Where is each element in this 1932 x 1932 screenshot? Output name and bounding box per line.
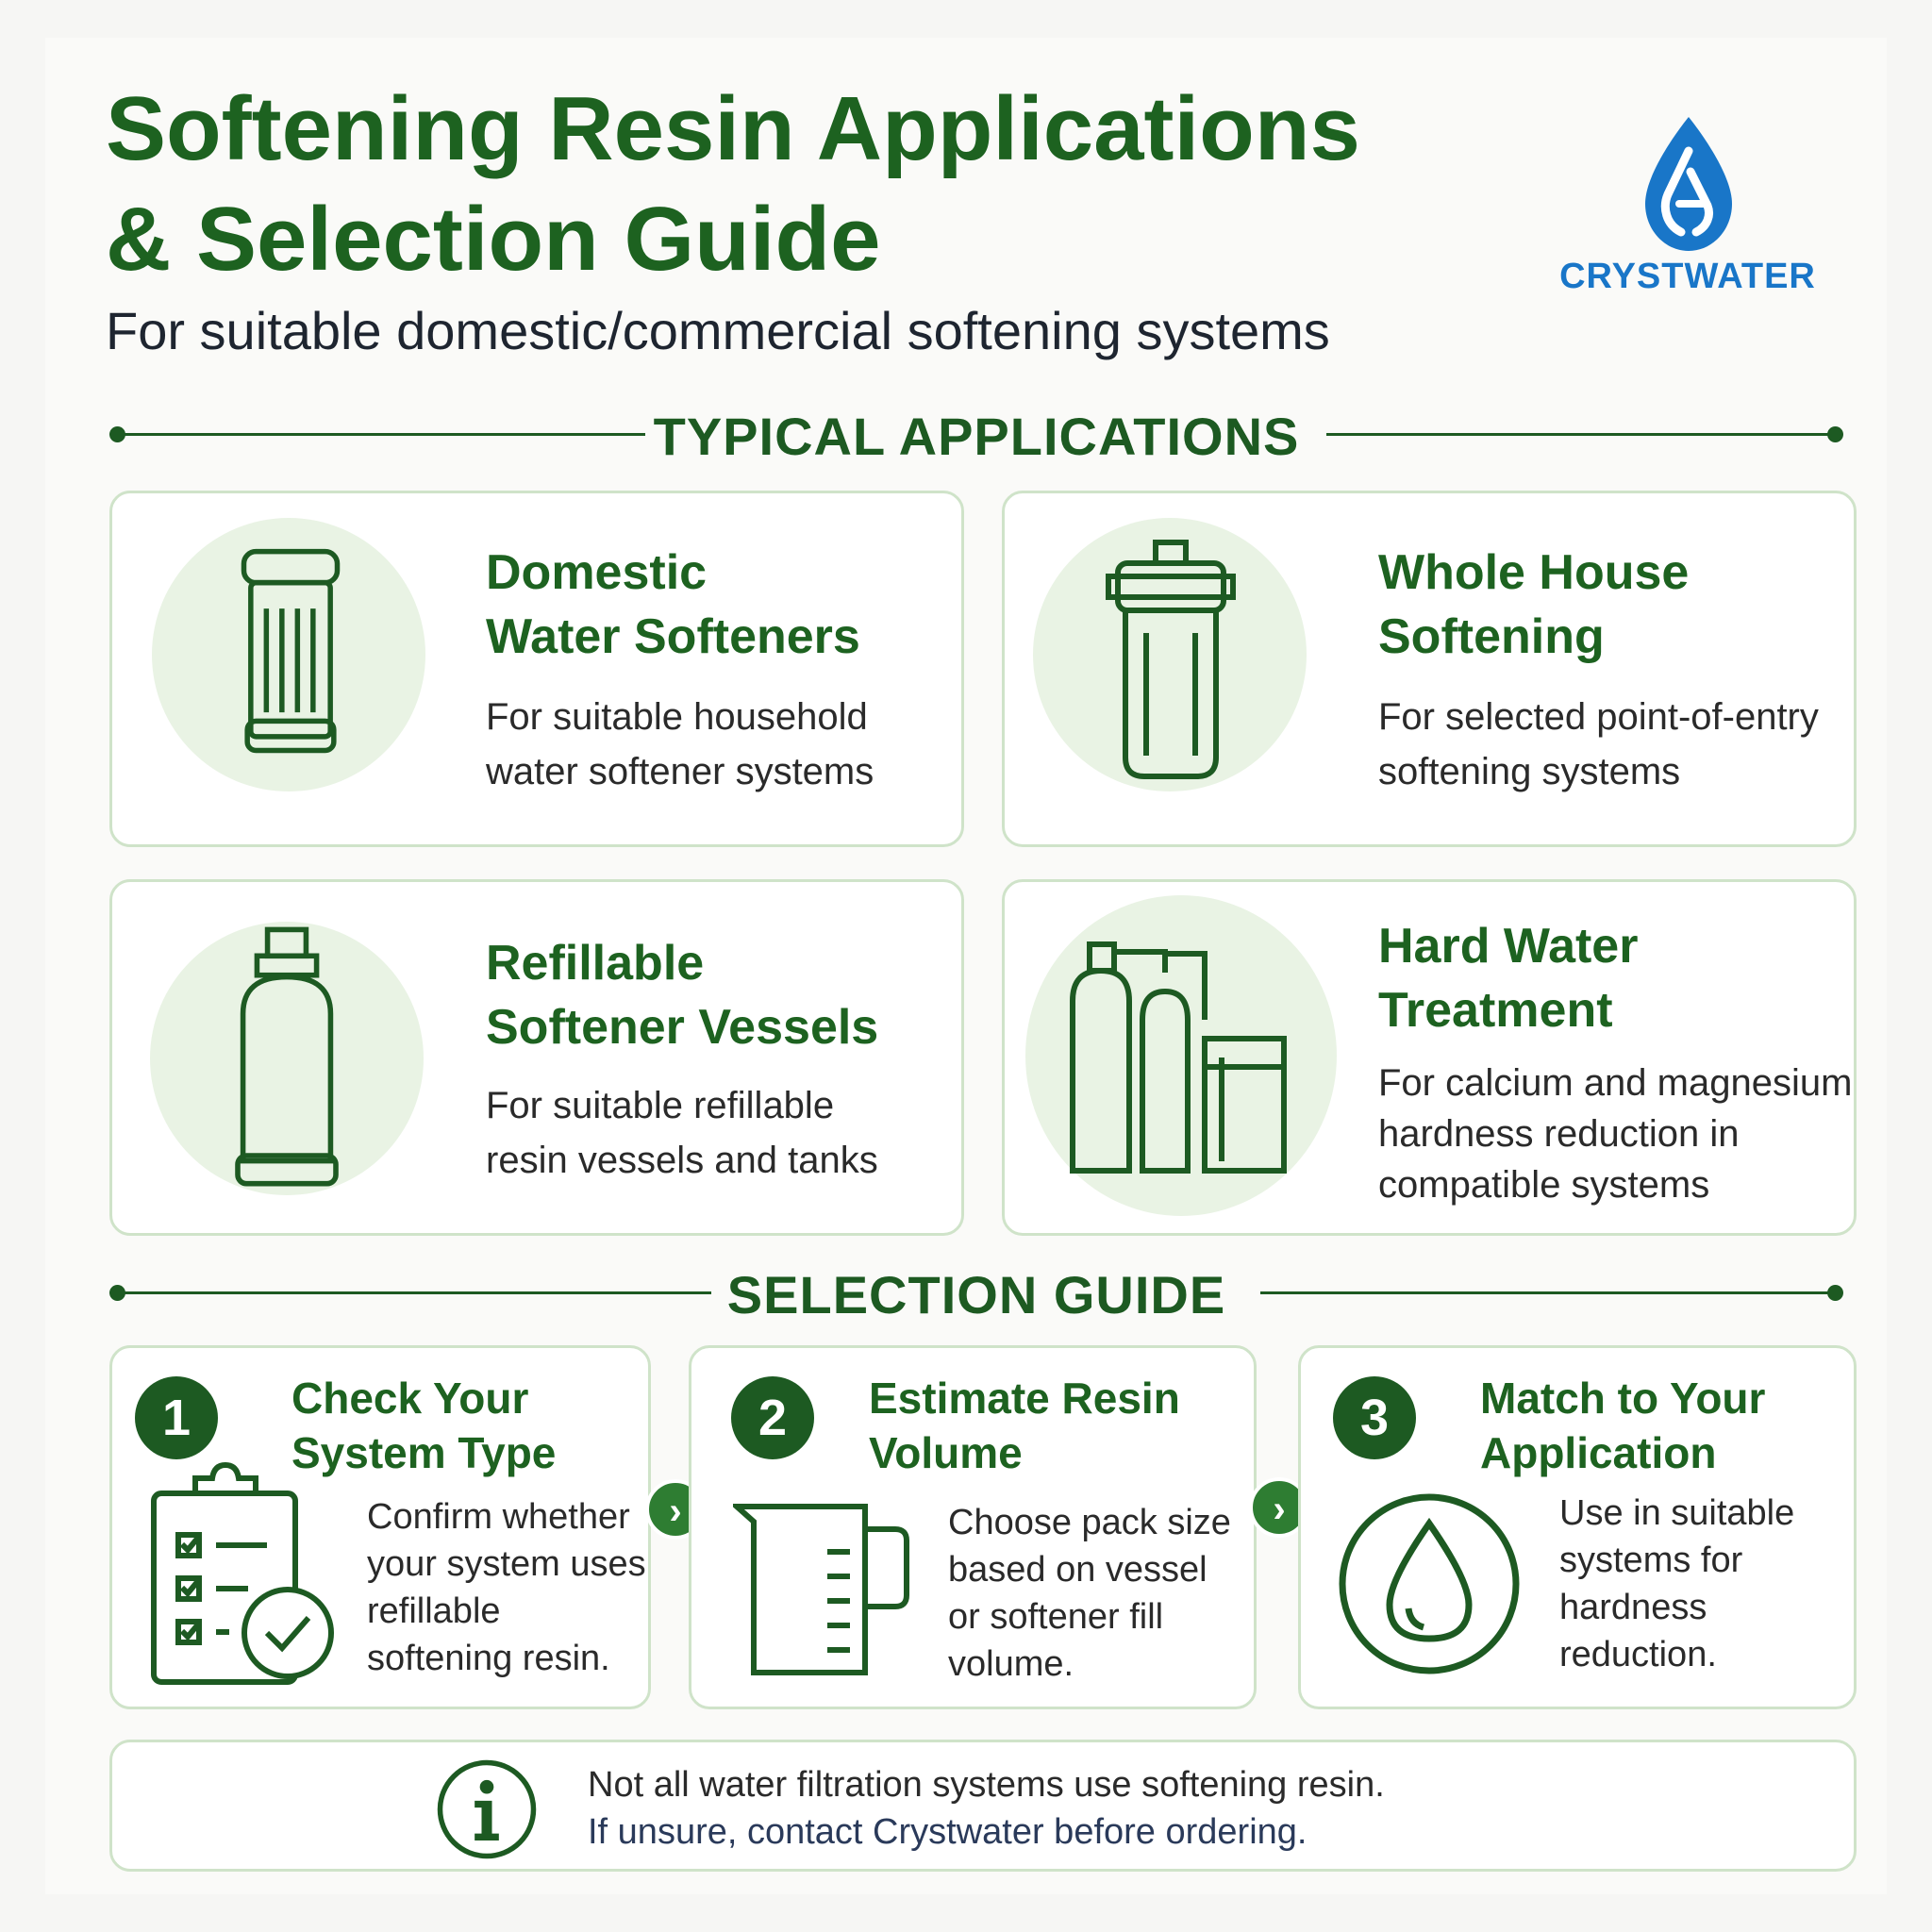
brand-logo: CRYSTWATER <box>1532 113 1843 302</box>
step-title-line-1: Check Your <box>291 1374 529 1423</box>
card-description-line-1: For suitable household <box>486 696 868 738</box>
step-description: Use in suitable systems for hardness red… <box>1559 1490 1794 1678</box>
divider-dot-right <box>1827 1285 1843 1301</box>
step-description-line: Choose pack size <box>948 1503 1231 1542</box>
step-title-line-2: Volume <box>869 1428 1023 1477</box>
card-description-line-1: For selected point-of-entry <box>1378 696 1819 738</box>
step-number-badge: 2 <box>731 1376 814 1459</box>
step-description-line: volume. <box>948 1644 1074 1684</box>
selection-section-heading: SELECTION GUIDE <box>109 1264 1843 1324</box>
step-title-line-2: Application <box>1480 1428 1717 1477</box>
card-title-line-1: Whole House <box>1378 545 1690 600</box>
card-description: For selected point-of-entry softening sy… <box>1378 690 1819 799</box>
divider-line-right <box>1260 1291 1836 1294</box>
step-description-line: Confirm whether <box>367 1497 630 1537</box>
card-description-line-3: compatible systems <box>1378 1164 1710 1206</box>
card-title-line-1: Hard Water <box>1378 919 1639 974</box>
step-description-line: or softener fill <box>948 1597 1164 1637</box>
divider-line-left <box>117 433 645 436</box>
applications-section-heading: TYPICAL APPLICATIONS <box>109 406 1843 466</box>
step-description-line: your system uses <box>367 1544 646 1584</box>
card-description-line-2: water softener systems <box>486 751 874 792</box>
step-description: Choose pack size based on vessel or soft… <box>948 1499 1231 1688</box>
card-description-line-1: For suitable refillable <box>486 1085 835 1126</box>
step-description: Confirm whether your system uses refilla… <box>367 1493 646 1682</box>
selection-step-2: 2 Estimate Resin Volume Choose pack size… <box>689 1345 1257 1709</box>
card-title-line-2: Softener Vessels <box>486 1000 879 1055</box>
title-line-2: & Selection Guide <box>106 189 881 290</box>
selection-heading: SELECTION GUIDE <box>726 1265 1226 1324</box>
step-description-line: based on vessel <box>948 1550 1208 1590</box>
card-title: Refillable Softener Vessels <box>486 931 878 1059</box>
card-title-line-1: Refillable <box>486 936 705 991</box>
icon-background-circle <box>152 518 425 791</box>
application-card-whole-house: Whole House Softening For selected point… <box>1002 491 1857 847</box>
step-number-badge: 3 <box>1333 1376 1416 1459</box>
card-title-line-2: Softening <box>1378 609 1605 664</box>
step-description-line: hardness <box>1559 1588 1707 1627</box>
selection-step-3: 3 Match to Your Application Use in suita… <box>1298 1345 1857 1709</box>
card-title: Domestic Water Softeners <box>486 541 860 669</box>
card-description: For calcium and magnesium hardness reduc… <box>1378 1058 1852 1210</box>
note-line-1: Not all water filtration systems use sof… <box>588 1765 1385 1805</box>
step-description-line: systems for <box>1559 1541 1743 1580</box>
filter-housing-icon <box>1106 540 1236 779</box>
divider-dot-right <box>1827 426 1843 442</box>
resin-cartridge-icon <box>241 548 341 754</box>
step-description-line: refillable <box>367 1591 501 1631</box>
step-number-badge: 1 <box>135 1376 218 1459</box>
brand-name: CRYSTWATER <box>1559 257 1816 296</box>
card-description: For suitable household water softener sy… <box>486 690 874 799</box>
note-line-2: If unsure, contact Crystwater before ord… <box>588 1812 1307 1852</box>
card-description: For suitable refillable resin vessels an… <box>486 1078 878 1188</box>
note-text: Not all water filtration systems use sof… <box>588 1761 1385 1856</box>
info-icon <box>437 1759 537 1859</box>
card-description-line-2: resin vessels and tanks <box>486 1140 878 1181</box>
card-description-line-1: For calcium and magnesium <box>1378 1062 1853 1104</box>
measuring-jug-icon <box>733 1504 909 1675</box>
card-title-line-2: Water Softeners <box>486 609 860 664</box>
step-title: Match to Your Application <box>1480 1371 1765 1480</box>
step-title-line-1: Estimate Resin <box>869 1374 1180 1423</box>
application-card-domestic: Domestic Water Softeners For suitable ho… <box>109 491 964 847</box>
step-title-line-2: System Type <box>291 1428 557 1477</box>
selection-step-1: 1 Check Your System Type Confirm whether… <box>109 1345 651 1709</box>
step-description-line: Use in suitable <box>1559 1493 1795 1533</box>
softener-system-icon <box>1070 941 1287 1174</box>
step-title: Check Your System Type <box>291 1371 556 1480</box>
application-card-refillable: Refillable Softener Vessels For suitable… <box>109 879 964 1236</box>
softener-vessel-icon <box>235 926 339 1187</box>
divider-line-left <box>117 1291 711 1294</box>
card-title-line-2: Treatment <box>1378 983 1613 1038</box>
page-title: Softening Resin Applications & Selection… <box>106 74 1521 294</box>
water-drop-logo-icon <box>1645 117 1732 251</box>
checklist-icon <box>151 1461 334 1685</box>
card-description-line-2: hardness reduction in <box>1378 1113 1740 1155</box>
water-drop-icon <box>1339 1493 1520 1674</box>
page-subtitle: For suitable domestic/commercial softeni… <box>106 301 1330 360</box>
title-line-1: Softening Resin Applications <box>106 78 1360 179</box>
card-description-line-2: softening systems <box>1378 751 1681 792</box>
card-title: Whole House Softening <box>1378 541 1689 669</box>
card-title-line-1: Domestic <box>486 545 708 600</box>
card-title: Hard Water Treatment <box>1378 914 1638 1042</box>
step-title: Estimate Resin Volume <box>869 1371 1180 1480</box>
step-description-line: softening resin. <box>367 1639 610 1678</box>
info-note: Not all water filtration systems use sof… <box>109 1740 1857 1872</box>
applications-heading: TYPICAL APPLICATIONS <box>653 407 1300 466</box>
step-description-line: reduction. <box>1559 1635 1717 1674</box>
icon-background-circle <box>150 922 424 1195</box>
application-card-hard-water: Hard Water Treatment For calcium and mag… <box>1002 879 1857 1236</box>
step-title-line-1: Match to Your <box>1480 1374 1766 1423</box>
divider-line-right <box>1326 433 1836 436</box>
